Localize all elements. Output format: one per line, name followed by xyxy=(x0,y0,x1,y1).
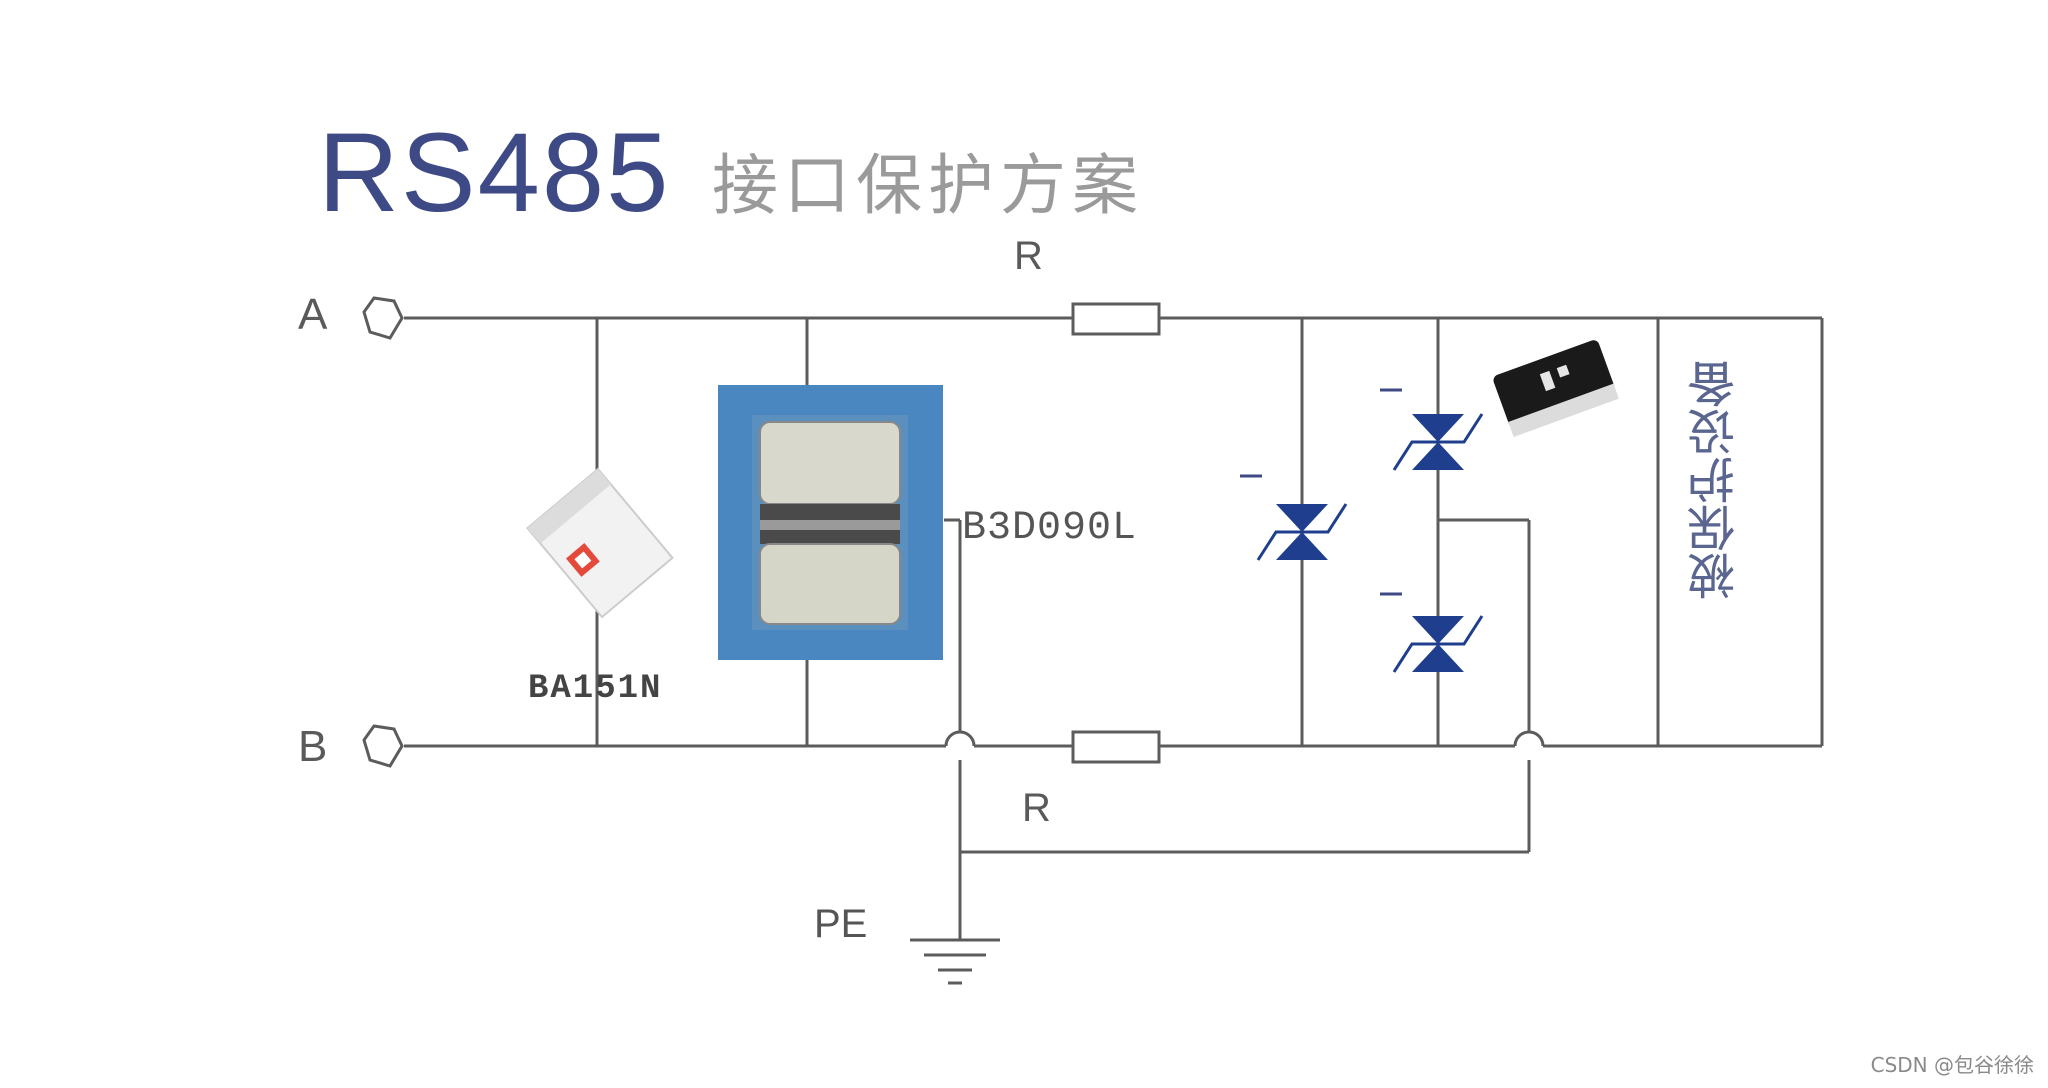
tvs-lower xyxy=(1380,592,1484,673)
terminal-a-circle xyxy=(362,296,404,340)
watermark: CSDN @包谷徐徐 xyxy=(1870,1053,2034,1077)
line-b-crossover-2 xyxy=(1513,730,1545,747)
gdt-photo xyxy=(718,385,943,660)
ba151n-label: BA151N xyxy=(528,670,663,708)
line-b-crossover-1 xyxy=(944,730,976,747)
resistor-bottom-label: R xyxy=(1022,786,1051,830)
tvs-smd-package xyxy=(1493,340,1619,437)
ba151n-package xyxy=(526,467,674,619)
tvs-single xyxy=(1240,474,1348,561)
page-title: RS485 xyxy=(318,110,671,235)
pe-label: PE xyxy=(814,902,868,946)
page-subtitle: 接口保护方案 xyxy=(712,147,1144,224)
terminal-b-circle xyxy=(362,724,404,768)
gdt-label: B3D090L xyxy=(962,506,1138,551)
protected-device-label: 被保护设备 xyxy=(1688,360,1744,600)
tvs-upper xyxy=(1380,388,1484,471)
terminal-b-label: B xyxy=(298,722,328,771)
resistor-top xyxy=(1071,302,1161,336)
resistor-bottom xyxy=(1071,730,1161,764)
resistor-top-label: R xyxy=(1014,234,1043,278)
terminal-a-label: A xyxy=(298,290,328,339)
